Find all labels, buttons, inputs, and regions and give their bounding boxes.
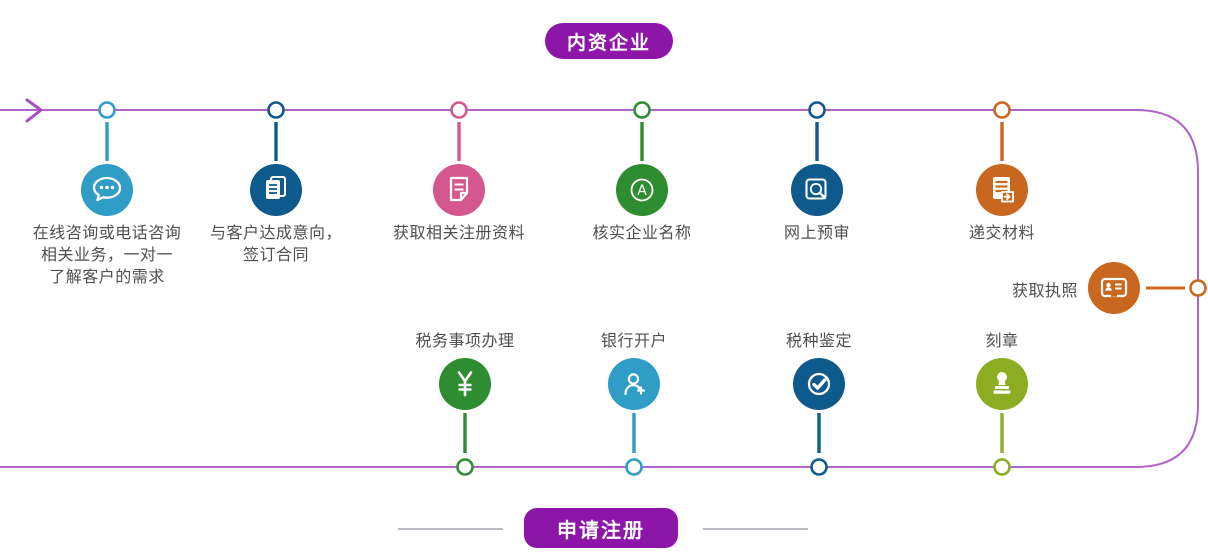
step-online-review <box>791 164 843 216</box>
step-online-consult <box>81 164 133 216</box>
node-ring <box>625 458 643 476</box>
step-label: 获取相关注册资料 <box>392 223 525 242</box>
step-label: 税种鉴定 <box>785 331 852 350</box>
step-tax-assessment <box>793 358 845 410</box>
name-check-icon: A <box>616 164 668 216</box>
node-ring <box>810 458 828 476</box>
node-ring <box>450 101 468 119</box>
step-tax-matters <box>439 358 491 410</box>
node-ring <box>456 458 474 476</box>
step-label: 与客户达成意向， 签订合同 <box>209 223 342 264</box>
node-ring <box>98 101 116 119</box>
step-label: 在线咨询或电话咨询 相关业务，一对一 了解客户的需求 <box>32 223 182 286</box>
flow-arrow-icon <box>25 98 43 123</box>
check-circle-icon <box>793 358 845 410</box>
step-label: 递交材料 <box>968 223 1035 242</box>
step-label: 税务事项办理 <box>415 331 515 350</box>
step-submit-materials <box>976 164 1028 216</box>
form-icon <box>433 164 485 216</box>
step-seal-carving <box>976 358 1028 410</box>
step-get-license <box>1088 262 1140 314</box>
step-label: 核实企业名称 <box>592 223 692 242</box>
online-review-icon <box>791 164 843 216</box>
header-badge: 内资企业 <box>545 23 673 59</box>
step-label: 网上预审 <box>783 223 850 242</box>
step-label: 获取执照 <box>1011 281 1078 300</box>
node-ring <box>267 101 285 119</box>
step-verify-name: A <box>616 164 668 216</box>
stamp-icon <box>976 358 1028 410</box>
step-label: 银行开户 <box>600 331 667 350</box>
node-ring <box>808 101 826 119</box>
step-label: 刻章 <box>985 331 1019 350</box>
yuan-icon <box>439 358 491 410</box>
node-ring <box>993 101 1011 119</box>
license-icon <box>1088 262 1140 314</box>
node-ring <box>1189 279 1207 297</box>
contract-icon <box>250 164 302 216</box>
chat-icon <box>81 164 133 216</box>
svg-text:A: A <box>637 183 647 199</box>
submit-icon <box>976 164 1028 216</box>
step-collect-materials <box>433 164 485 216</box>
step-sign-contract <box>250 164 302 216</box>
node-ring <box>993 458 1011 476</box>
add-person-icon <box>608 358 660 410</box>
footer-badge: 申请注册 <box>524 508 678 548</box>
node-ring <box>633 101 651 119</box>
step-bank-account <box>608 358 660 410</box>
